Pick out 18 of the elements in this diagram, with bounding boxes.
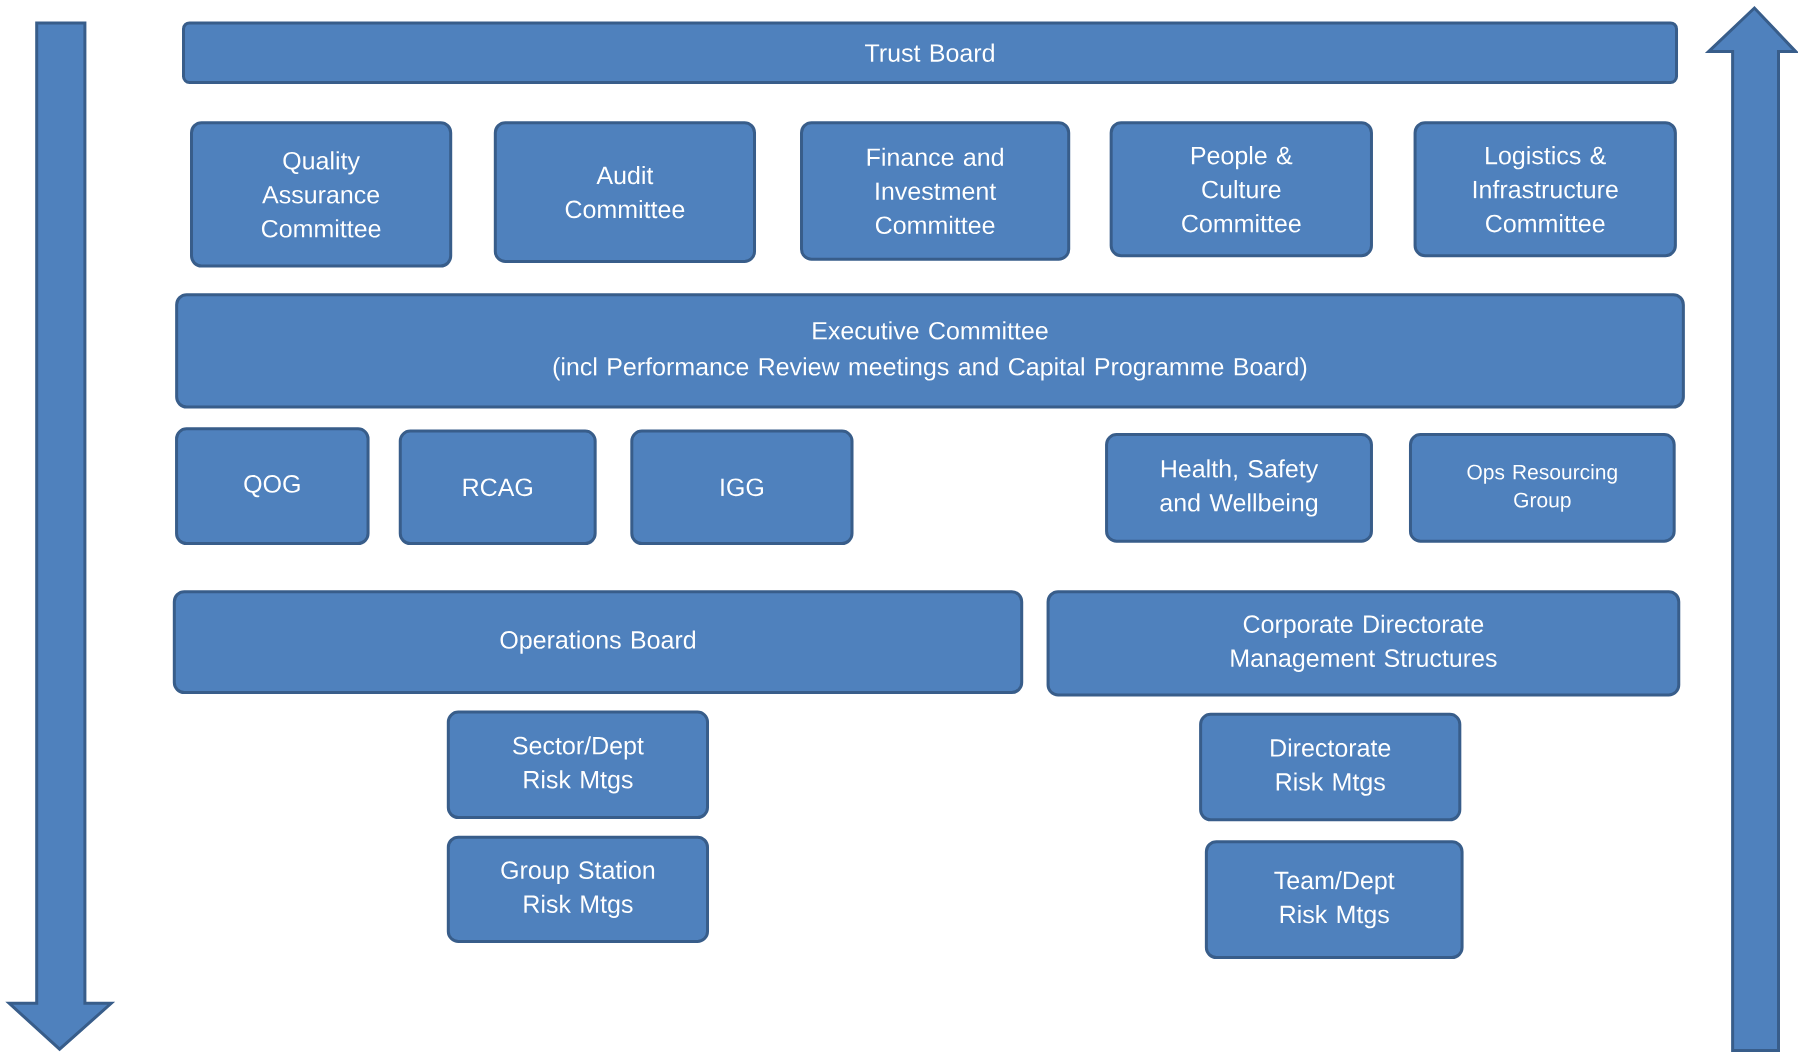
committee-box: Team/Dept Risk Mtgs <box>1204 840 1464 959</box>
committee-box: Ops Resourcing Group <box>1408 433 1676 543</box>
committee-box: Sector/Dept Risk Mtgs <box>446 710 709 820</box>
committee-box: Executive Committee (incl Performance Review meetings and Capital Programme Board) <box>175 293 1685 409</box>
committee-box: Finance and Investment Committee <box>800 121 1071 261</box>
committee-box: Trust Board <box>182 21 1678 84</box>
committee-box: People & Culture Committee <box>1109 121 1373 258</box>
committee-box: Corporate Directorate Management Structures <box>1046 590 1681 697</box>
committee-box: Logistics & Infrastructure Committee <box>1413 121 1677 258</box>
committee-box: Audit Committee <box>493 121 756 263</box>
committee-box: QOG <box>175 427 370 546</box>
committee-box: Quality Assurance Committee <box>190 121 453 268</box>
committee-box: Operations Board <box>172 590 1024 695</box>
committee-box: RCAG <box>398 429 597 545</box>
committee-box: Health, Safety and Wellbeing <box>1105 433 1373 543</box>
committee-box: IGG <box>630 429 854 545</box>
committee-box: Directorate Risk Mtgs <box>1199 712 1462 822</box>
committee-box: Group Station Risk Mtgs <box>446 835 709 943</box>
